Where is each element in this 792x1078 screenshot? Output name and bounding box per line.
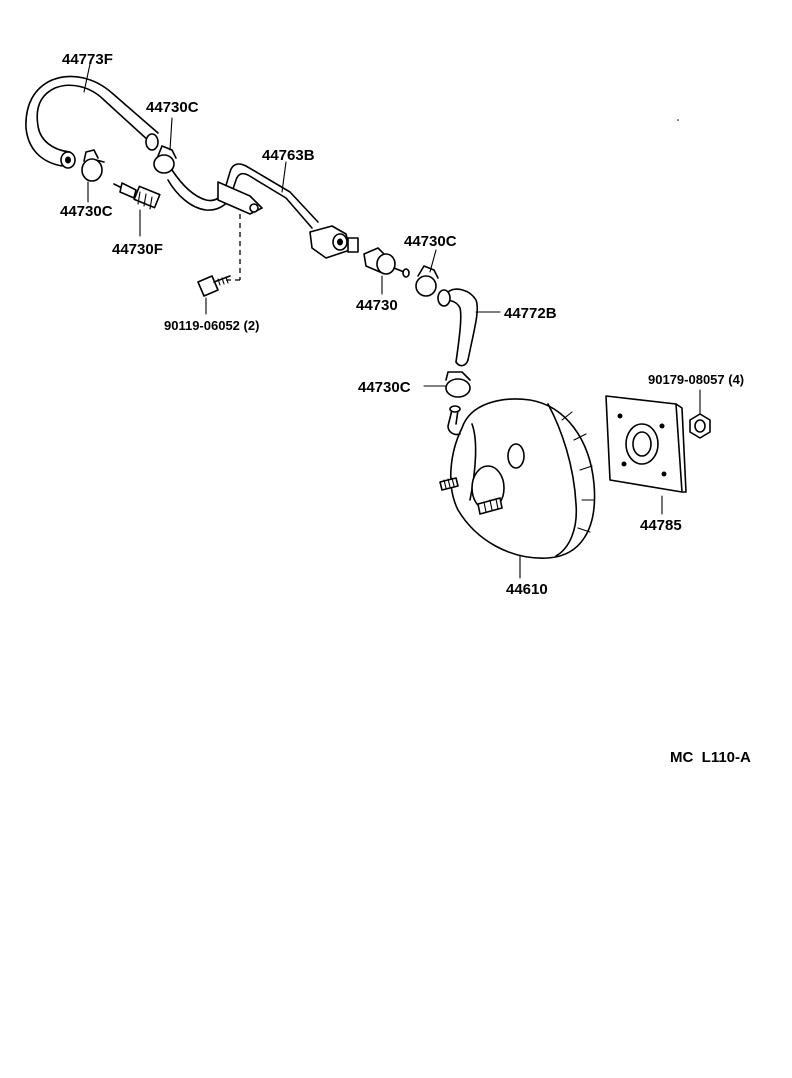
nut bbox=[689, 413, 711, 439]
gasket-plate bbox=[605, 395, 687, 493]
hose-clamp-upper bbox=[153, 145, 177, 174]
label-44610: 44610 bbox=[506, 581, 548, 598]
label-44730C-middle: 44730C bbox=[404, 233, 457, 250]
vacuum-hose-upper bbox=[25, 75, 159, 169]
vacuum-pipe bbox=[167, 163, 359, 259]
label-44773F: 44773F bbox=[62, 51, 113, 68]
diagram-code: MC L110-A bbox=[670, 749, 751, 766]
check-valve-left bbox=[113, 182, 161, 210]
label-nut: 90179-08057 (4) bbox=[648, 372, 744, 387]
label-bolt: 90119-06052 (2) bbox=[164, 318, 259, 333]
label-44785: 44785 bbox=[640, 517, 682, 534]
check-valve bbox=[363, 247, 410, 278]
bolt bbox=[197, 275, 231, 297]
vacuum-hose-lower bbox=[437, 288, 479, 367]
hose-clamp-middle bbox=[415, 265, 439, 297]
label-44730: 44730 bbox=[356, 297, 398, 314]
label-44730C-left: 44730C bbox=[60, 203, 113, 220]
label-44730C-lower: 44730C bbox=[358, 379, 411, 396]
label-44772B: 44772B bbox=[504, 305, 557, 322]
label-44730C-upper: 44730C bbox=[146, 99, 199, 116]
hose-clamp-left bbox=[81, 149, 105, 182]
hose-clamp-lower bbox=[445, 371, 471, 398]
label-44763B: 44763B bbox=[262, 147, 315, 164]
label-44730F: 44730F bbox=[112, 241, 163, 258]
brake-booster bbox=[439, 398, 596, 559]
